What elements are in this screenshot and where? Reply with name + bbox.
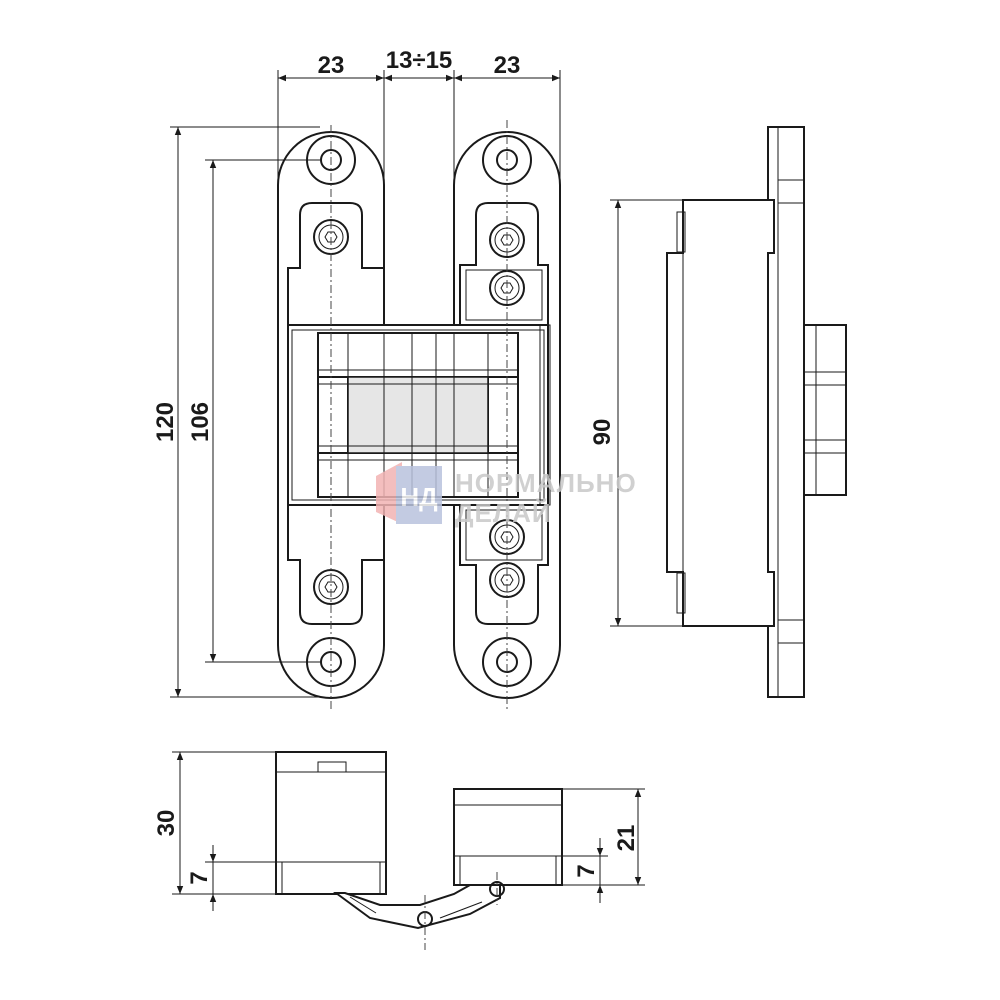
dim-side-height: 90 <box>589 419 616 446</box>
dim-bottom-left-offset: 7 <box>186 871 213 884</box>
dim-left-width: 23 <box>318 52 345 79</box>
dim-bottom-right-offset: 7 <box>573 864 600 877</box>
dim-bottom-right-depth: 21 <box>613 825 640 852</box>
watermark-line1: НОРМАЛЬНО <box>455 468 637 498</box>
brand-logo-icon: НД <box>376 462 442 524</box>
hinge-side-view <box>666 126 847 698</box>
side-dimension: 90 <box>589 199 683 627</box>
watermark-line2: ДЕЛАЙ <box>455 498 552 528</box>
watermark: НД НОРМАЛЬНО ДЕЛАЙ <box>376 462 637 528</box>
dim-bottom-depth: 30 <box>153 810 180 837</box>
bottom-dimensions: 30 7 21 7 <box>153 751 645 911</box>
dim-right-width: 23 <box>494 52 521 79</box>
dim-hole-spacing: 106 <box>187 402 214 442</box>
top-dimensions: 23 13÷15 23 <box>277 47 561 180</box>
left-dimensions: 120 106 <box>152 126 320 698</box>
logo-letters: НД <box>400 482 438 512</box>
dim-gap: 13÷15 <box>386 47 453 74</box>
dim-overall-height: 120 <box>152 402 179 442</box>
hinge-bottom-view <box>275 751 563 950</box>
